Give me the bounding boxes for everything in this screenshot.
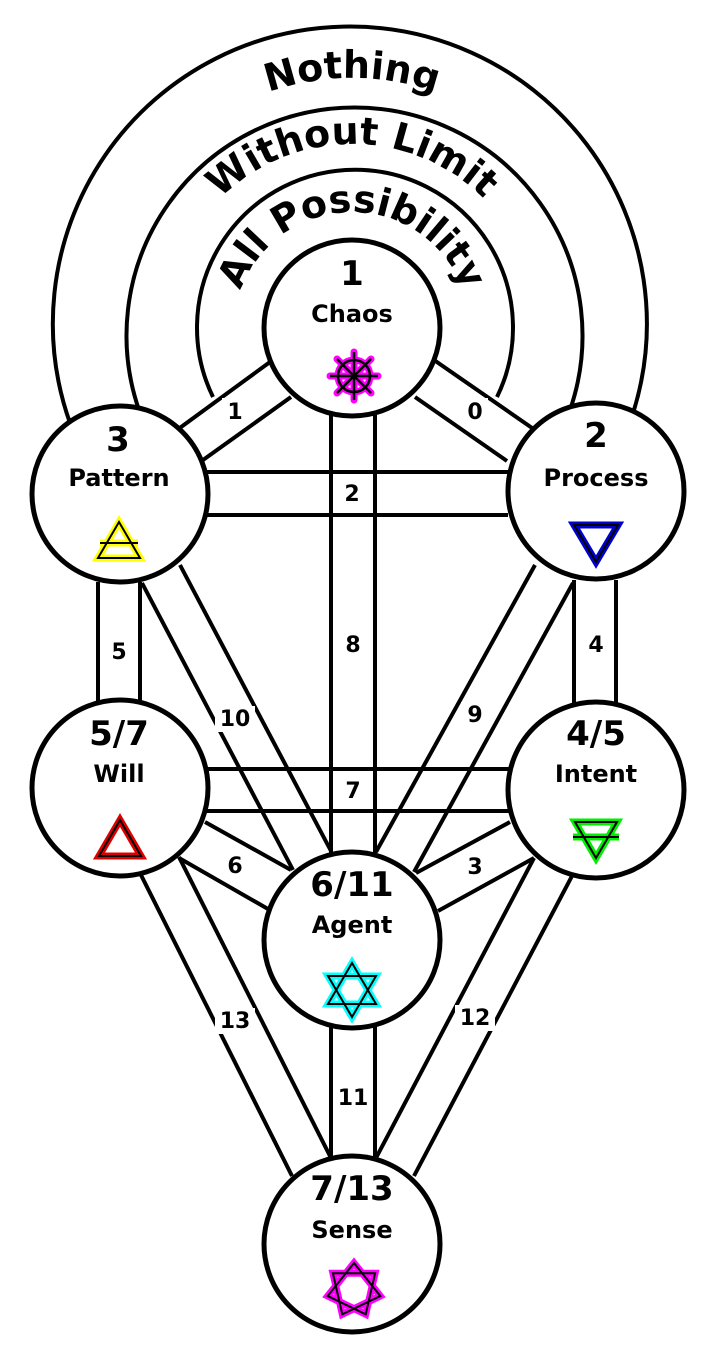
path-label-9: 9	[467, 703, 482, 728]
node-name: Process	[544, 464, 649, 492]
path-pattern-process	[202, 470, 510, 517]
node-will: 5/7 Will	[29, 697, 211, 879]
path-line	[415, 820, 511, 875]
arc-without-limit	[124, 105, 585, 411]
arc-nothing	[50, 24, 649, 424]
path-will-agent	[178, 820, 292, 911]
outer-arcs	[50, 24, 649, 424]
path-pattern-will	[96, 582, 142, 703]
node-number: 1	[340, 254, 364, 294]
air-triangle-icon	[91, 515, 147, 562]
path-chaos-process	[413, 358, 537, 463]
node-sense: 7/13 Sense	[261, 1153, 443, 1335]
path-will-intent	[207, 767, 511, 813]
path-line	[178, 856, 269, 911]
path-line	[413, 395, 509, 463]
node-circle	[261, 849, 443, 1031]
path-line	[432, 358, 537, 432]
node-number: 3	[106, 420, 130, 460]
water-triangle-icon	[567, 521, 625, 569]
path-label-5: 5	[111, 640, 126, 665]
path-label-8: 8	[345, 633, 360, 658]
path-line	[374, 564, 537, 853]
heptagram-icon	[322, 1257, 386, 1320]
node-agent: 6/11 Agent	[261, 849, 443, 1031]
path-label-13: 13	[220, 1009, 251, 1034]
path-line	[177, 856, 333, 1159]
chaos-star-icon	[326, 348, 382, 404]
node-name: Sense	[311, 1216, 392, 1244]
path-line	[178, 564, 333, 852]
node-name: Pattern	[68, 464, 169, 492]
path-label-3: 3	[467, 855, 482, 880]
path-process-agent	[374, 564, 575, 873]
path-labels: 0 1 2 3 4 5 6 7 8 9 10 11 12 13	[106, 398, 609, 1112]
node-number: 6/11	[310, 865, 393, 905]
path-label-1: 1	[227, 400, 242, 425]
node-number: 4/5	[566, 714, 626, 754]
node-number: 7/13	[310, 1169, 393, 1209]
path-line	[204, 820, 292, 872]
node-chaos: 1 Chaos	[261, 237, 443, 419]
path-line	[437, 856, 535, 913]
node-circle	[29, 403, 211, 585]
arc-label-nothing: Nothing	[259, 43, 446, 101]
path-chaos-pattern	[175, 360, 293, 462]
node-name: Will	[93, 760, 144, 788]
path-label-11: 11	[338, 1086, 369, 1111]
node-number: 5/7	[89, 714, 149, 754]
path-label-4: 4	[588, 633, 603, 658]
path-line	[201, 395, 293, 462]
node-circle	[505, 699, 687, 881]
node-circle	[261, 237, 443, 419]
path-label-6: 6	[227, 854, 242, 879]
node-name: Agent	[312, 911, 393, 939]
path-intent-agent	[415, 820, 535, 913]
node-name: Chaos	[311, 300, 393, 328]
node-pattern: 3 Pattern	[29, 403, 211, 585]
arc-label-without-limit: Without Limit	[198, 109, 508, 206]
path-agent-sense	[329, 1024, 377, 1160]
node-name: Intent	[555, 760, 637, 788]
path-line	[412, 582, 575, 873]
hexagram-icon	[321, 956, 383, 1024]
node-intent: 4/5 Intent	[505, 699, 687, 881]
fire-triangle-icon	[92, 813, 148, 860]
node-number: 2	[584, 416, 608, 456]
path-label-12: 12	[460, 1006, 491, 1031]
path-line	[175, 360, 272, 432]
node-circle	[29, 697, 211, 879]
node-process: 2 Process	[505, 400, 687, 582]
node-circle	[505, 400, 687, 582]
node-circle	[261, 1153, 443, 1335]
path-label-2: 2	[344, 482, 359, 507]
earth-triangle-icon	[568, 818, 624, 865]
path-chaos-agent	[329, 415, 377, 853]
arc-all-possibility	[195, 167, 515, 398]
path-label-10: 10	[220, 707, 251, 732]
path-process-intent	[572, 580, 618, 705]
path-label-0: 0	[467, 400, 482, 425]
path-label-7: 7	[345, 779, 360, 804]
